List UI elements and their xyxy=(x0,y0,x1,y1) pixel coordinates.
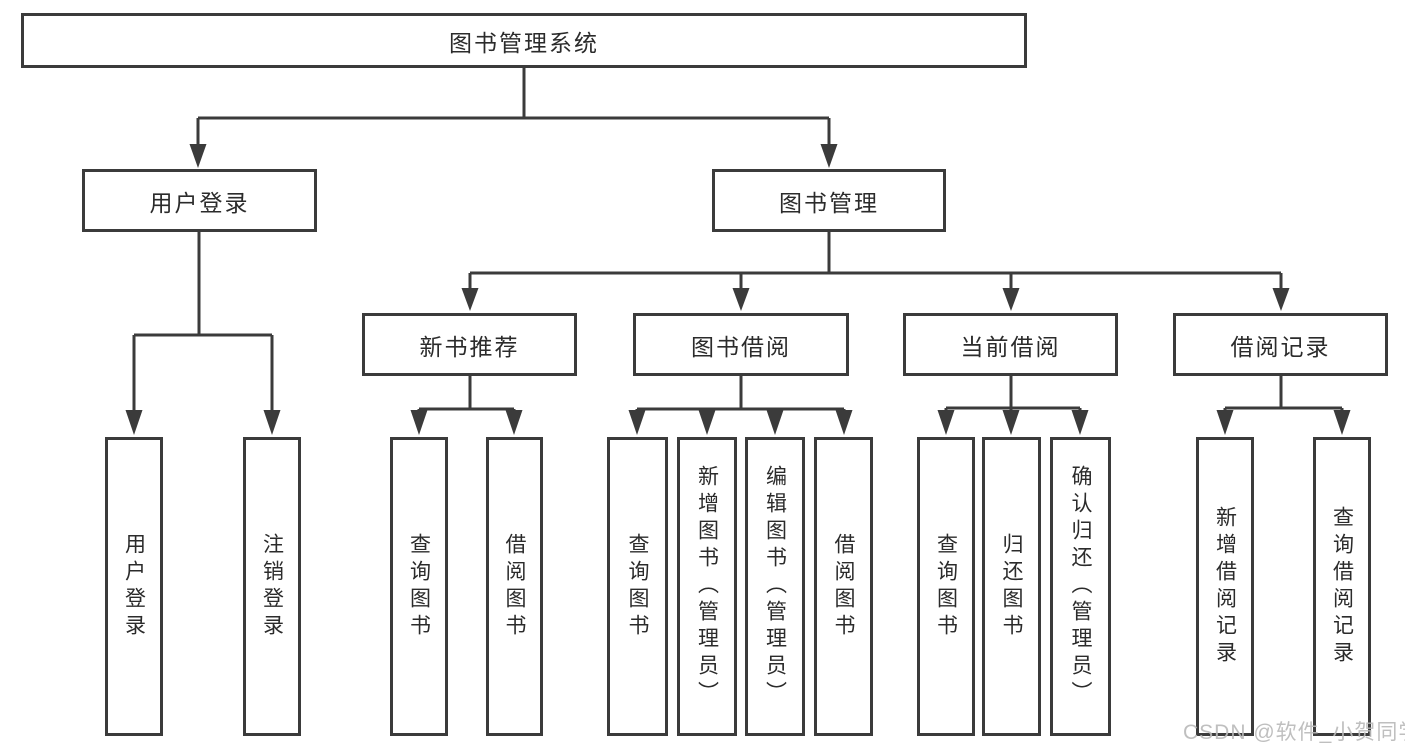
leaf-query-book-current-label: 查询图书 xyxy=(934,532,958,641)
leaf-logout: 注销登录 xyxy=(243,437,301,736)
leaf-borrow-book-label: 借阅图书 xyxy=(832,532,855,641)
leaf-query-book-current: 查询图书 xyxy=(917,437,975,736)
node-current-borrow-label: 当前借阅 xyxy=(960,333,1061,360)
leaf-query-book-borrow: 查询图书 xyxy=(607,437,668,736)
leaf-confirm-return-admin: 确认归还（管理员） xyxy=(1050,437,1111,736)
node-borrow-records-label: 借阅记录 xyxy=(1230,333,1331,360)
leaf-add-book-admin: 新增图书（管理员） xyxy=(677,437,737,736)
leaf-query-borrow-record: 查询借阅记录 xyxy=(1313,437,1371,736)
leaf-logout-label: 注销登录 xyxy=(260,532,284,641)
leaf-user-login-label: 用户登录 xyxy=(122,532,146,641)
leaf-borrow-book: 借阅图书 xyxy=(814,437,873,736)
node-root: 图书管理系统 xyxy=(21,13,1027,68)
leaf-query-borrow-record-label: 查询借阅记录 xyxy=(1330,505,1354,668)
leaf-return-book: 归还图书 xyxy=(982,437,1041,736)
watermark: CSDN @软件_小贺同学 xyxy=(1183,721,1405,744)
node-user-login-label: 用户登录 xyxy=(149,189,250,216)
leaf-add-borrow-record: 新增借阅记录 xyxy=(1196,437,1254,736)
leaf-query-book-borrow-label: 查询图书 xyxy=(626,532,649,641)
leaf-edit-book-admin-label: 编辑图书（管理员） xyxy=(763,465,787,708)
leaf-query-book-recommend-label: 查询图书 xyxy=(407,532,431,641)
leaf-add-book-admin-label: 新增图书（管理员） xyxy=(695,465,719,708)
node-user-login: 用户登录 xyxy=(82,169,317,232)
node-current-borrow: 当前借阅 xyxy=(903,313,1118,376)
leaf-add-borrow-record-label: 新增借阅记录 xyxy=(1213,505,1237,668)
node-new-book-recommend: 新书推荐 xyxy=(362,313,577,376)
node-book-management: 图书管理 xyxy=(712,169,946,232)
leaf-return-book-label: 归还图书 xyxy=(1000,532,1023,641)
node-book-borrow: 图书借阅 xyxy=(633,313,849,376)
leaf-query-book-recommend: 查询图书 xyxy=(390,437,448,736)
node-borrow-records: 借阅记录 xyxy=(1173,313,1388,376)
node-new-book-recommend-label: 新书推荐 xyxy=(419,333,520,360)
leaf-confirm-return-admin-label: 确认归还（管理员） xyxy=(1069,465,1092,708)
node-root-label: 图书管理系统 xyxy=(449,29,599,56)
node-book-borrow-label: 图书借阅 xyxy=(691,333,791,360)
leaf-user-login: 用户登录 xyxy=(105,437,163,736)
leaf-borrow-book-recommend-label: 借阅图书 xyxy=(503,532,526,641)
node-book-management-label: 图书管理 xyxy=(779,189,879,216)
leaf-borrow-book-recommend: 借阅图书 xyxy=(486,437,543,736)
leaf-edit-book-admin: 编辑图书（管理员） xyxy=(745,437,805,736)
